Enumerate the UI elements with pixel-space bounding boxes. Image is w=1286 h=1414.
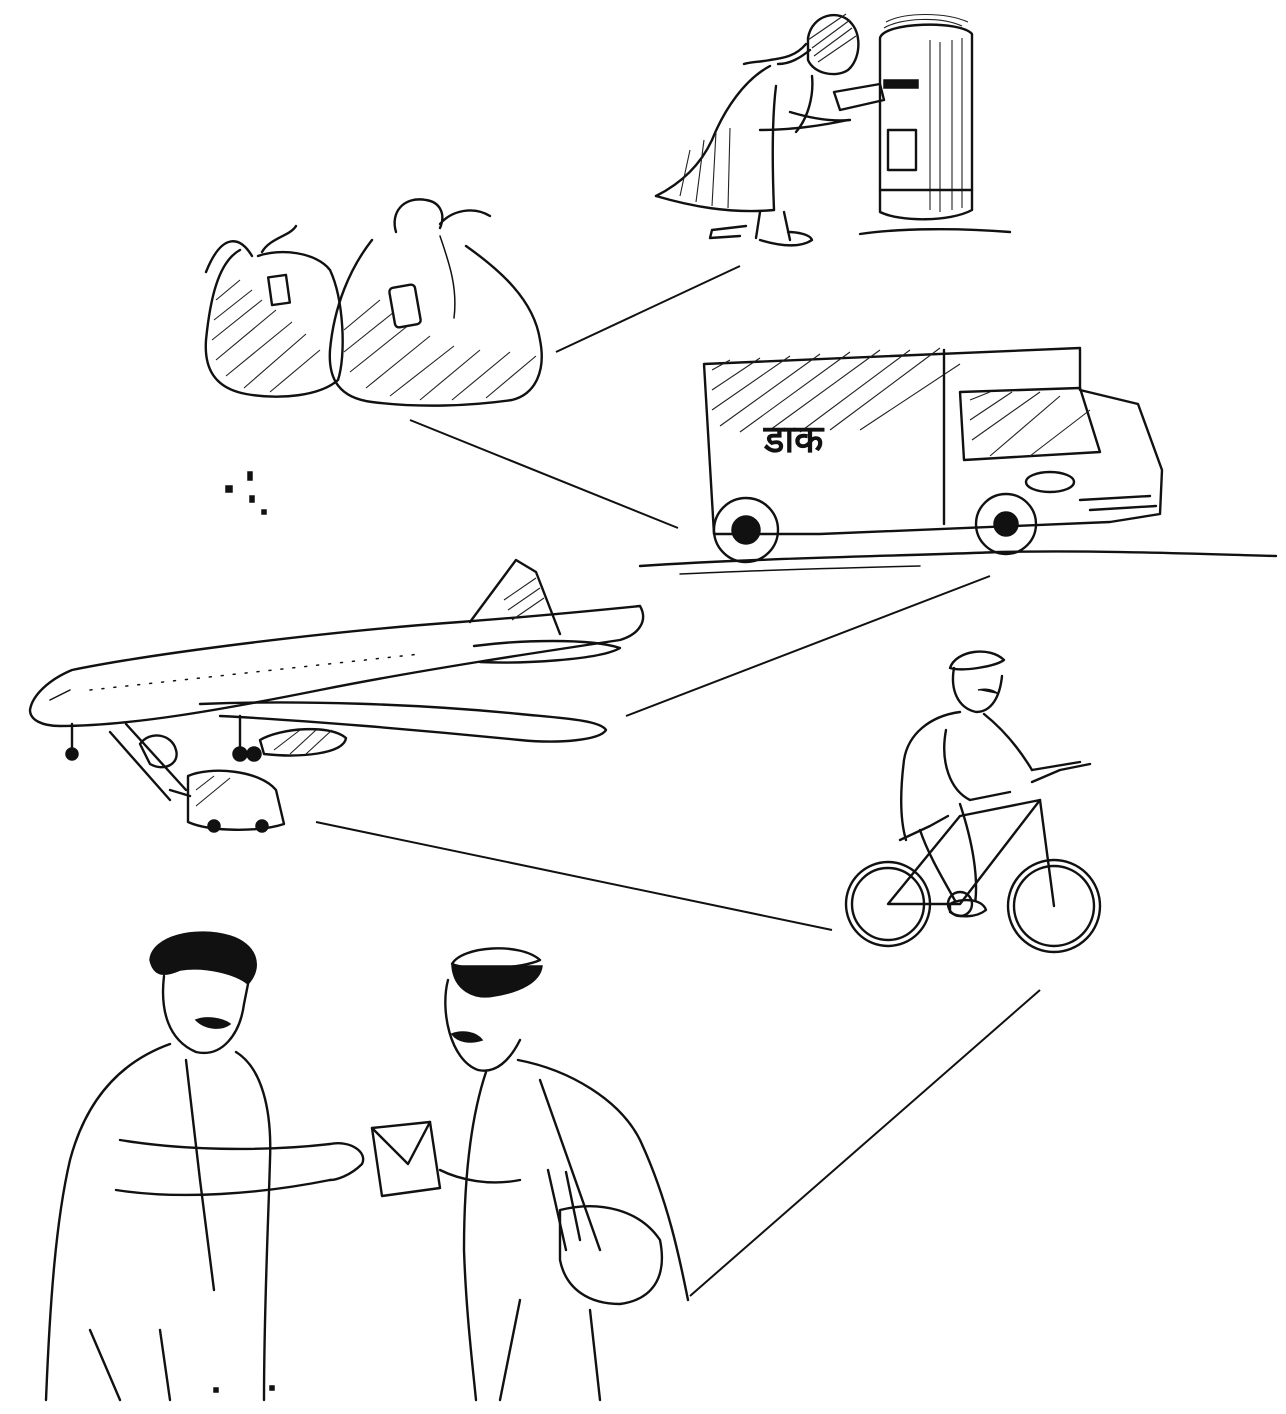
woman-posting-letter-drawing (656, 14, 1010, 245)
connector-airplane-to-bicycle (316, 822, 832, 930)
mail-van-drawing: डाक (640, 348, 1276, 574)
scan-specks (214, 472, 274, 1392)
connector-postbox-to-bags (556, 266, 740, 352)
airplane-drawing (30, 560, 643, 832)
mail-bags-drawing (206, 199, 542, 405)
postman-on-bicycle-drawing (846, 652, 1100, 952)
connector-bags-to-van (410, 420, 678, 528)
van-lettering: डाक (763, 417, 825, 461)
connector-van-to-airplane (626, 576, 990, 716)
connector-bicycle-to-delivery (690, 990, 1040, 1296)
postman-delivering-letter-drawing (46, 932, 688, 1400)
